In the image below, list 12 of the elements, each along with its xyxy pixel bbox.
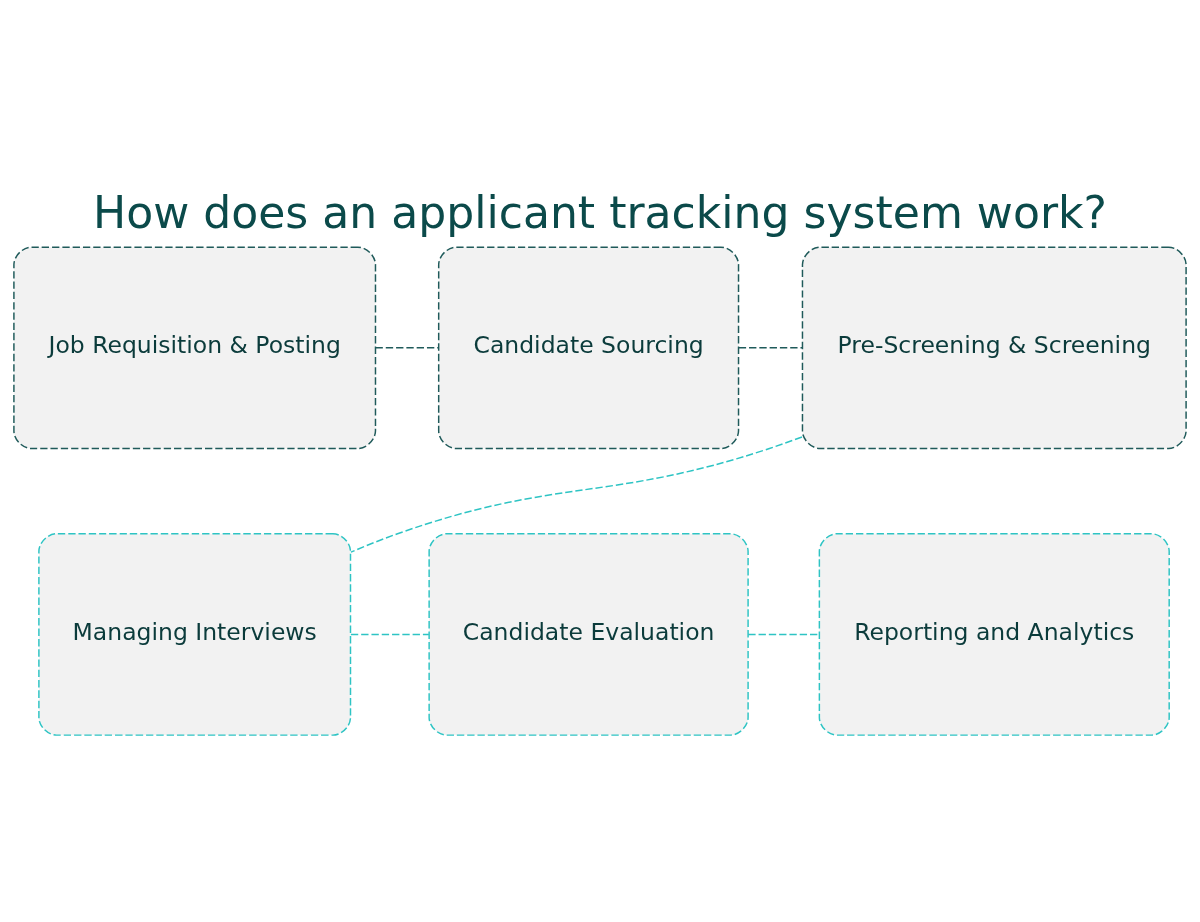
- diagram-title: How does an applicant tracking system work?: [93, 187, 1107, 239]
- node-box: Managing Interviews: [38, 533, 352, 736]
- node-box: Job Requisition & Posting: [13, 246, 377, 450]
- node-box: Reporting and Analytics: [818, 533, 1170, 736]
- node-box: Pre-Screening & Screening: [801, 246, 1187, 450]
- connector: [374, 347, 440, 349]
- connector: [738, 347, 803, 349]
- connector: [350, 436, 803, 553]
- node-box: Candidate Evaluation: [428, 533, 749, 736]
- node-box: Candidate Sourcing: [437, 246, 740, 450]
- connector: [747, 633, 820, 636]
- connector: [350, 633, 430, 636]
